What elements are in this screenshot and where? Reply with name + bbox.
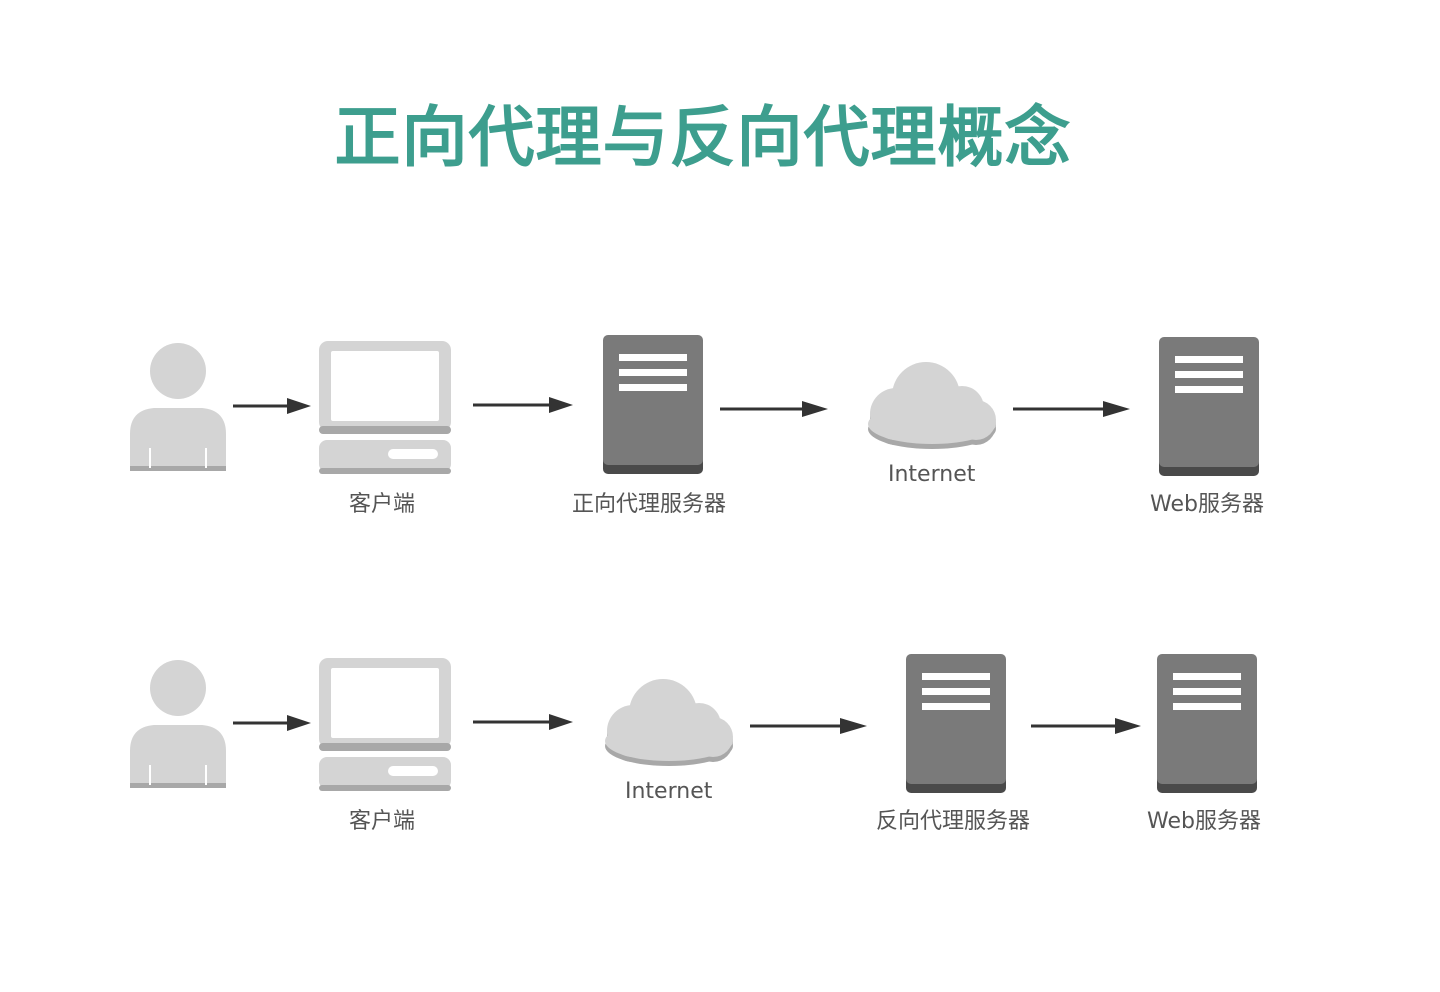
client-label: 客户端 — [349, 809, 416, 834]
arrow-internet-to-web-server — [1013, 401, 1135, 417]
arrow-user-to-client — [233, 398, 313, 414]
user-icon — [128, 655, 228, 791]
internet-cloud-icon — [864, 360, 1000, 450]
arrow-internet-to-reverse-proxy — [750, 718, 872, 734]
internet-cloud-icon — [601, 677, 737, 767]
computer-icon — [318, 657, 452, 793]
reverse-proxy-server-label: 反向代理服务器 — [876, 809, 1031, 834]
arrow-user-to-client — [233, 715, 313, 731]
forward-proxy-server-icon — [602, 334, 704, 474]
reverse-proxy-row: 客户端 Internet — [0, 637, 1440, 857]
reverse-proxy-server-icon — [905, 653, 1007, 793]
web-server-label: Web服务器 — [1147, 809, 1261, 834]
web-server-icon — [1156, 653, 1258, 793]
forward-proxy-server-label: 正向代理服务器 — [572, 492, 727, 517]
forward-proxy-row: 客户端 正向代理服务器 — [0, 320, 1440, 540]
computer-icon — [318, 340, 452, 476]
web-server-label: Web服务器 — [1150, 492, 1264, 517]
internet-label: Internet — [888, 462, 976, 487]
client-label: 客户端 — [349, 492, 416, 517]
user-icon — [128, 338, 228, 474]
arrow-client-to-internet — [473, 714, 577, 730]
page-title: 正向代理与反向代理概念 — [334, 99, 1072, 177]
web-server-icon — [1158, 336, 1260, 476]
arrow-forward-proxy-to-internet — [720, 401, 832, 417]
arrow-reverse-proxy-to-web-server — [1031, 718, 1147, 734]
internet-label: Internet — [625, 779, 713, 804]
arrow-client-to-forward-proxy — [473, 397, 577, 413]
